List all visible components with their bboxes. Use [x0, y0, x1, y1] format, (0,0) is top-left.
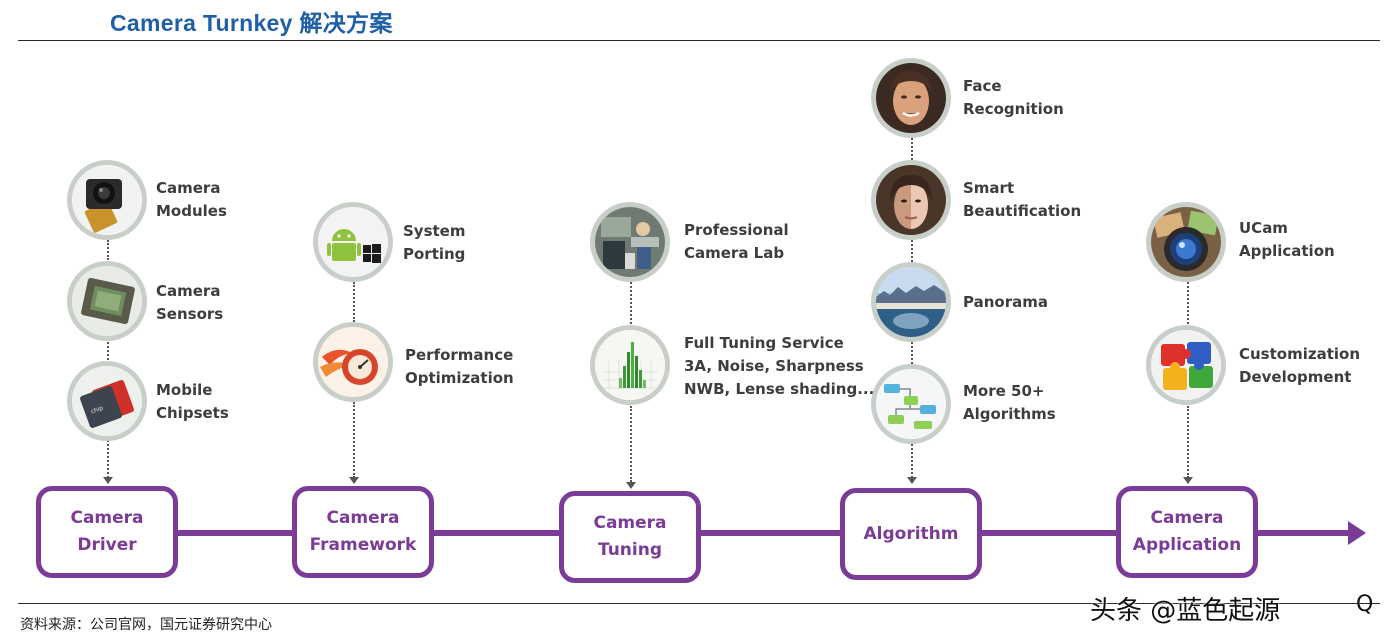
- camera-lab-icon: [590, 202, 670, 282]
- connector-line: [107, 240, 109, 260]
- connector-line: [630, 406, 632, 482]
- arrow-down-icon: [103, 477, 113, 484]
- connector-line: [911, 342, 913, 364]
- connector-line: [353, 402, 355, 478]
- face-icon: [871, 58, 951, 138]
- panorama-icon: [871, 262, 951, 342]
- item-label: Panorama: [963, 293, 1048, 311]
- arrow-down-icon: [349, 477, 359, 484]
- flowchart-icon: [871, 364, 951, 444]
- android-windows-icon: [313, 202, 393, 282]
- connector-line: [630, 282, 632, 324]
- connector-line: [911, 138, 913, 160]
- beauty-face-icon: [871, 160, 951, 240]
- connector-line: [1187, 282, 1189, 324]
- footer-divider: [18, 603, 1380, 604]
- timeline-line: [150, 530, 1350, 536]
- page-title: Camera Turnkey 解决方案: [110, 10, 393, 36]
- connector-line: [107, 440, 109, 478]
- watermark: 头条 @蓝色起源: [1090, 596, 1281, 626]
- svg-text:chip: chip: [90, 405, 104, 416]
- chipset-icon: chip: [67, 361, 147, 441]
- item-label: More 50+Algorithms: [963, 382, 1056, 423]
- camera-sensor-icon: [67, 261, 147, 341]
- stage-algorithm: Algorithm: [840, 488, 982, 580]
- histogram-icon: [590, 325, 670, 405]
- arrow-down-icon: [1183, 477, 1193, 484]
- watermark-mark: Q: [1356, 592, 1374, 617]
- connector-line: [353, 282, 355, 322]
- timeline-arrow-icon: [1348, 521, 1366, 545]
- connector-line: [1187, 406, 1189, 478]
- connector-line: [107, 342, 109, 360]
- header-divider: [18, 40, 1380, 41]
- camera-module-icon: [67, 160, 147, 240]
- ucam-icon: [1146, 202, 1226, 282]
- connector-line: [911, 240, 913, 262]
- puzzle-icon: [1146, 325, 1226, 405]
- arrow-down-icon: [626, 482, 636, 489]
- connector-line: [911, 444, 913, 478]
- arrow-down-icon: [907, 477, 917, 484]
- speedometer-icon: [313, 322, 393, 402]
- source-note: 资料来源：公司官网，国元证券研究中心: [20, 617, 272, 633]
